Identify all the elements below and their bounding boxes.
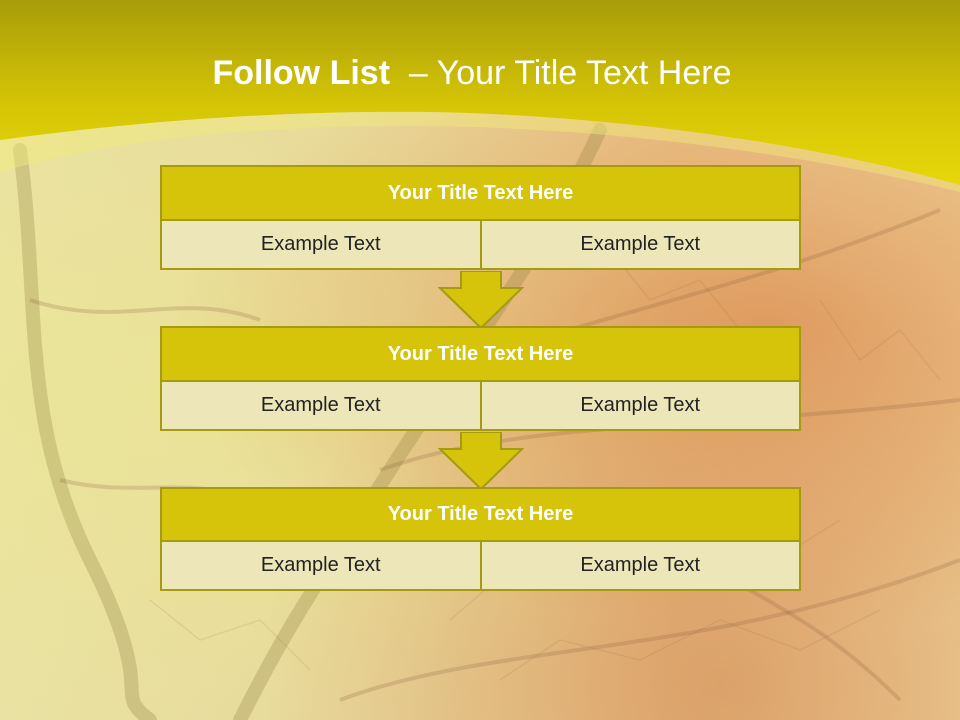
block-title: Your Title Text Here — [160, 487, 801, 542]
title-subtitle: – Your Title Text Here — [390, 54, 732, 92]
down-arrow-icon — [438, 271, 524, 329]
flow-block-2: Your Title Text Here Example Text Exampl… — [160, 326, 801, 431]
block-row: Example Text Example Text — [160, 542, 801, 591]
block-cell-right: Example Text — [481, 221, 801, 270]
flow-block-3: Your Title Text Here Example Text Exampl… — [160, 487, 801, 591]
block-cell-left: Example Text — [160, 221, 482, 270]
block-row: Example Text Example Text — [160, 382, 801, 431]
block-title: Your Title Text Here — [160, 165, 801, 221]
flow-block-1: Your Title Text Here Example Text Exampl… — [160, 165, 801, 270]
down-arrow-icon — [438, 432, 524, 490]
header-band — [0, 0, 960, 192]
block-cell-right: Example Text — [481, 542, 801, 591]
title-bold: Follow List — [212, 54, 391, 92]
block-row: Example Text Example Text — [160, 221, 801, 270]
block-cell-left: Example Text — [160, 542, 482, 591]
slide-title: Follow List – Your Title Text Here — [0, 54, 944, 93]
block-title: Your Title Text Here — [160, 326, 801, 382]
block-cell-right: Example Text — [481, 382, 801, 431]
block-cell-left: Example Text — [160, 382, 482, 431]
